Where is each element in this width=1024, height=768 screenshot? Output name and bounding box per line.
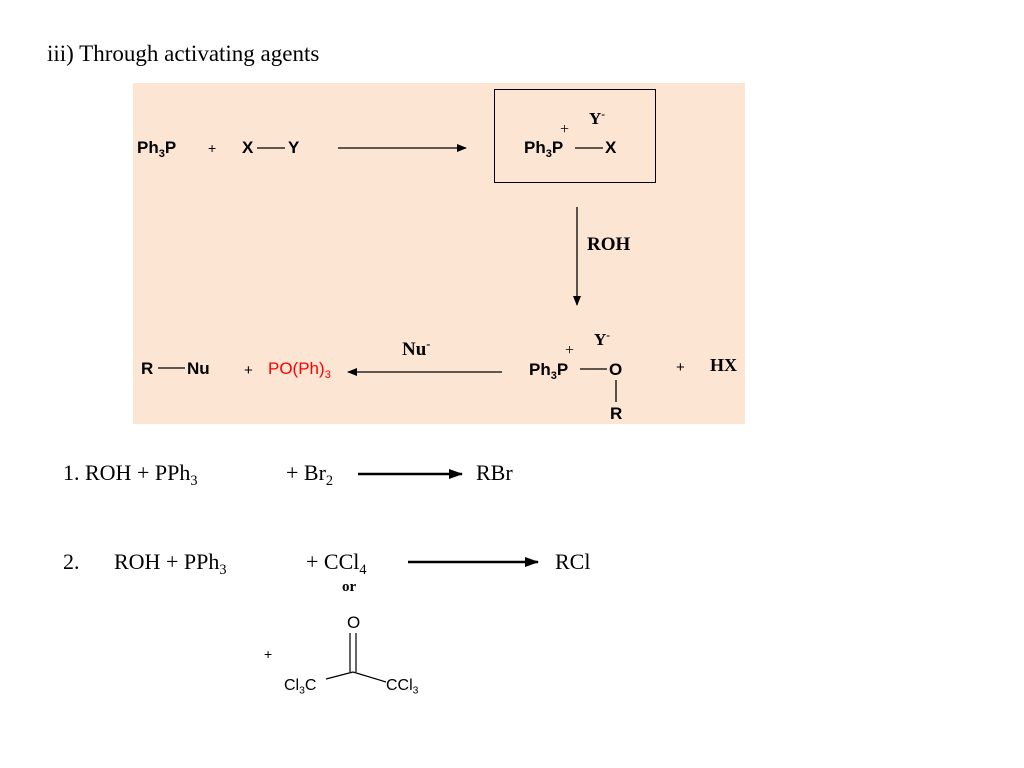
phosphine-oxide-byproduct: PO(Ph)3 <box>268 359 331 381</box>
equation-1-reagent: + Br2 <box>286 460 334 489</box>
equation-1-reactants: 1. ROH + PPh3 <box>63 460 198 489</box>
product-r: R <box>141 359 154 378</box>
slide-heading: iii) Through activating agents <box>47 41 320 66</box>
left-trichloromethyl: Cl3C <box>284 677 317 697</box>
intermediate1-cation-charge: + <box>560 121 570 138</box>
reactant-triphenylphosphine: Ph3P <box>137 138 177 160</box>
equation-2-product: RCl <box>555 549 591 574</box>
equation-2-or: or <box>342 579 357 595</box>
carbonyl-oxygen: O <box>347 613 361 632</box>
reagent-x: X <box>242 138 254 157</box>
phosphonium-intermediate-box <box>494 89 656 183</box>
equation-2-number: 2. <box>63 549 80 574</box>
intermediate2-cation-charge: + <box>565 342 575 359</box>
right-ccl3-bond <box>352 671 387 683</box>
intermediate1-x: X <box>605 138 617 157</box>
hexachloroacetone-plus: + <box>264 646 273 662</box>
reagent-y: Y <box>288 138 300 157</box>
equation-2-reactants: ROH + PPh3 <box>114 549 227 578</box>
intermediate2-oxygen: O <box>609 360 623 379</box>
product-nu: Nu <box>187 359 210 378</box>
equation-1-product: RBr <box>476 460 513 485</box>
intermediate2-r-group: R <box>610 404 623 423</box>
hx-byproduct: HX <box>710 355 737 375</box>
nucleophile-label: Nu- <box>402 337 431 360</box>
intermediate2-phosphonium: Ph3P <box>529 360 569 382</box>
plus-sign: + <box>208 140 217 156</box>
left-ccl3-bond <box>325 671 354 680</box>
right-trichloromethyl: CCl3 <box>386 677 419 697</box>
roh-reagent-label: ROH <box>587 234 631 255</box>
intermediate1-phosphonium: Ph3P <box>524 138 564 160</box>
equation-2-reagent: + CCl4 <box>306 549 367 578</box>
reaction-scheme-panel <box>133 83 745 424</box>
plus-sign-hx: + <box>676 359 685 376</box>
intermediate1-anion: Y- <box>589 108 605 128</box>
plus-sign-products: + <box>244 362 253 379</box>
intermediate2-anion: Y- <box>594 329 610 349</box>
